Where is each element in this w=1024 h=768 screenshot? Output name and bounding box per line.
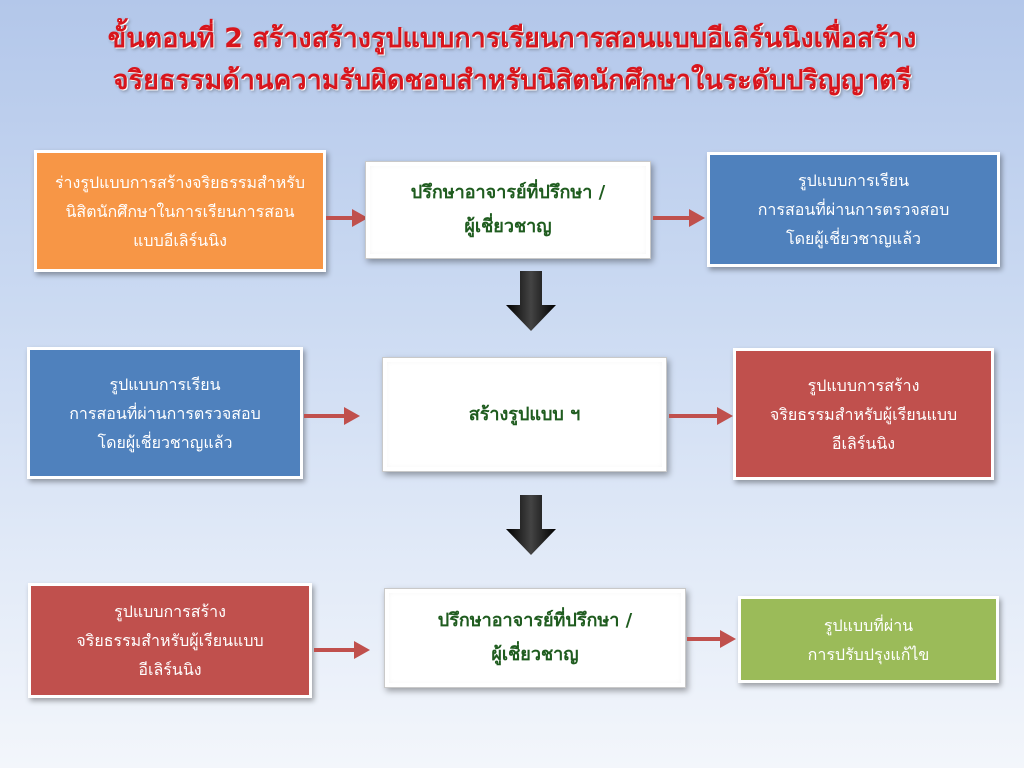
text-line: ปรึกษาอาจารย์ที่ปรึกษา /: [410, 182, 606, 203]
text-line: รูปแบบที่ผ่าน: [823, 615, 914, 635]
arrow-right-3a: [314, 641, 370, 659]
box-revised-model: รูปแบบที่ผ่าน การปรับปรุงแก้ไข: [738, 596, 999, 683]
box-consult-advisor-1-text: ปรึกษาอาจารย์ที่ปรึกษา / ผู้เชี่ยวชาญ: [411, 176, 605, 244]
text-line: โดยผู้เชี่ยวชาญแล้ว: [786, 229, 921, 248]
box-verified-model-1: รูปแบบการเรียน การสอนที่ผ่านการตรวจสอบ โ…: [707, 152, 1000, 267]
box-revised-model-text: รูปแบบที่ผ่าน การปรับปรุงแก้ไข: [808, 611, 930, 669]
text-line: รูปแบบการเรียน: [109, 374, 221, 394]
text-line: การปรับปรุงแก้ไข: [807, 644, 930, 664]
title-line-2: จริยธรรมด้านความรับผิดชอบสำหรับนิสิตนักศ…: [112, 65, 912, 96]
text-line: โดยผู้เชี่ยวชาญแล้ว: [97, 432, 233, 452]
text-line: อีเลิร์นนิง: [831, 433, 896, 453]
text-line: รูปแบบการเรียน: [797, 171, 909, 190]
text-line: จริยธรรมสำหรับผู้เรียนแบบ: [769, 404, 958, 424]
box-ethics-model-1-text: รูปแบบการสร้าง จริยธรรมสำหรับผู้เรียนแบบ…: [770, 371, 957, 458]
box-create-model: สร้างรูปแบบ ฯ: [382, 357, 667, 472]
box-consult-advisor-2: ปรึกษาอาจารย์ที่ปรึกษา / ผู้เชี่ยวชาญ: [384, 588, 686, 688]
box-consult-advisor-2-text: ปรึกษาอาจารย์ที่ปรึกษา / ผู้เชี่ยวชาญ: [438, 604, 632, 672]
text-line: ร่างรูปแบบการสร้างจริยธรรมสำหรับ: [54, 172, 306, 192]
box-ethics-model-1: รูปแบบการสร้าง จริยธรรมสำหรับผู้เรียนแบบ…: [733, 348, 994, 480]
box-ethics-model-2-text: รูปแบบการสร้าง จริยธรรมสำหรับผู้เรียนแบบ…: [76, 597, 263, 684]
text-line: รูปแบบการสร้าง: [114, 602, 226, 621]
text-line: สร้างรูปแบบ ฯ: [468, 403, 581, 425]
arrow-down-1: [506, 271, 556, 331]
text-line: การสอนที่ผ่านการตรวจสอบ: [69, 403, 261, 423]
text-line: รูปแบบการสร้าง: [807, 375, 920, 395]
box-consult-advisor-1: ปรึกษาอาจารย์ที่ปรึกษา / ผู้เชี่ยวชาญ: [365, 161, 651, 259]
text-line: ผู้เชี่ยวชาญ: [464, 216, 552, 237]
arrow-right-2a: [304, 407, 360, 425]
text-line: นิสิตนักศึกษาในการเรียนการสอน: [65, 201, 295, 221]
box-verified-model-2-text: รูปแบบการเรียน การสอนที่ผ่านการตรวจสอบ โ…: [69, 370, 261, 457]
box-draft-model: ร่างรูปแบบการสร้างจริยธรรมสำหรับ นิสิตนั…: [34, 150, 326, 272]
box-verified-model-2: รูปแบบการเรียน การสอนที่ผ่านการตรวจสอบ โ…: [27, 347, 303, 479]
title-line-1: ขั้นตอนที่ 2 สร้างสร้างรูปแบบการเรียนการ…: [107, 23, 917, 54]
text-line: ปรึกษาอาจารย์ที่ปรึกษา /: [437, 610, 633, 631]
arrow-right-1b: [653, 209, 705, 227]
text-line: แบบอีเลิร์นนิง: [133, 230, 227, 250]
box-ethics-model-2: รูปแบบการสร้าง จริยธรรมสำหรับผู้เรียนแบบ…: [28, 583, 312, 698]
text-line: จริยธรรมสำหรับผู้เรียนแบบ: [76, 631, 264, 650]
arrow-right-1a: [326, 209, 368, 227]
text-line: อีเลิร์นนิง: [138, 660, 202, 679]
arrow-down-2: [506, 495, 556, 555]
arrow-right-2b: [669, 407, 733, 425]
slide-title: ขั้นตอนที่ 2 สร้างสร้างรูปแบบการเรียนการ…: [0, 18, 1024, 102]
arrow-right-3b: [687, 630, 736, 648]
text-line: ผู้เชี่ยวชาญ: [491, 644, 579, 665]
box-draft-model-text: ร่างรูปแบบการสร้างจริยธรรมสำหรับ นิสิตนั…: [55, 168, 305, 255]
box-verified-model-1-text: รูปแบบการเรียน การสอนที่ผ่านการตรวจสอบ โ…: [758, 166, 950, 253]
text-line: การสอนที่ผ่านการตรวจสอบ: [757, 200, 950, 219]
box-create-model-text: สร้างรูปแบบ ฯ: [469, 398, 580, 432]
